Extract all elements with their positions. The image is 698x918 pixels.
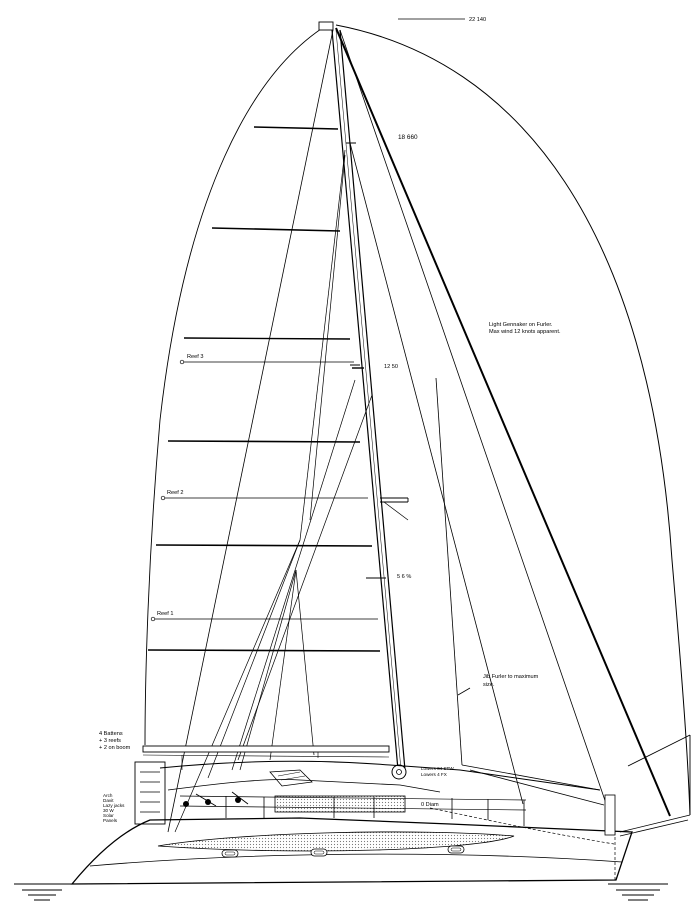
reef-2-label: Reef 2 xyxy=(167,490,183,496)
hull xyxy=(70,794,691,885)
mast xyxy=(318,21,406,771)
upper-dimension-label: 5 6 % xyxy=(397,574,411,580)
overall-height-dimension: 22 140 xyxy=(398,17,486,23)
portholes xyxy=(221,845,465,858)
stern-note-line4: 30 W xyxy=(103,808,114,813)
stern-note-line6: Panels xyxy=(103,818,118,823)
stern-note-line2: Davit xyxy=(103,798,114,803)
gennaker-note: Light Gennaker on Furler. Max wind 12 kn… xyxy=(489,322,561,335)
jib-note-line2: size. xyxy=(483,682,495,688)
hull-stripe xyxy=(157,831,515,852)
gennaker-note-line2: Max wind 12 knots apparent. xyxy=(489,329,561,335)
boom xyxy=(142,745,407,780)
waterline-left-symbol xyxy=(14,883,72,901)
jib-note: Jib Furler to maximum size. xyxy=(483,674,539,688)
mast-dimension-label: 12 50 xyxy=(384,364,398,370)
rigging xyxy=(167,27,671,833)
jib-note-line1: Jib Furler to maximum xyxy=(483,674,539,680)
stern-arch xyxy=(134,761,166,825)
forestay-dimension-label: 18 660 xyxy=(398,134,418,141)
reef-1-label: Reef 1 xyxy=(157,611,173,617)
overall-height-label: 22 140 xyxy=(469,17,486,23)
mainsheet-note-line3: + 2 on boom xyxy=(99,745,131,751)
jib-sail xyxy=(435,377,605,806)
stern-note-line1: Arch xyxy=(103,793,113,798)
stern-note-line5: Solar xyxy=(103,813,114,818)
gennaker-note-line1: Light Gennaker on Furler. xyxy=(489,322,553,328)
mainsheet-note-line1: 4 Battens xyxy=(99,731,123,737)
stern-note-line3: Lazy jacks xyxy=(103,803,125,808)
waterline-right-symbol xyxy=(608,883,668,901)
gennaker-sail xyxy=(144,21,691,816)
coachroof xyxy=(159,760,601,793)
cockpit xyxy=(183,791,249,807)
reef-3-label: Reef 3 xyxy=(187,354,203,360)
mainsheet-note: 4 Battens + 3 reefs + 2 on boom xyxy=(99,731,131,751)
stern-note: Arch Davit Lazy jacks 30 W Solar Panels xyxy=(103,793,125,823)
mainsheet-note-line2: + 3 reefs xyxy=(99,738,121,744)
reef-points: Reef 3 Reef 2 Reef 1 xyxy=(150,354,378,622)
clearance-label: 0 Diam xyxy=(421,802,439,808)
mainsail-battens xyxy=(147,126,381,652)
boom-note-line2: Lowers 4 FX xyxy=(421,772,447,777)
